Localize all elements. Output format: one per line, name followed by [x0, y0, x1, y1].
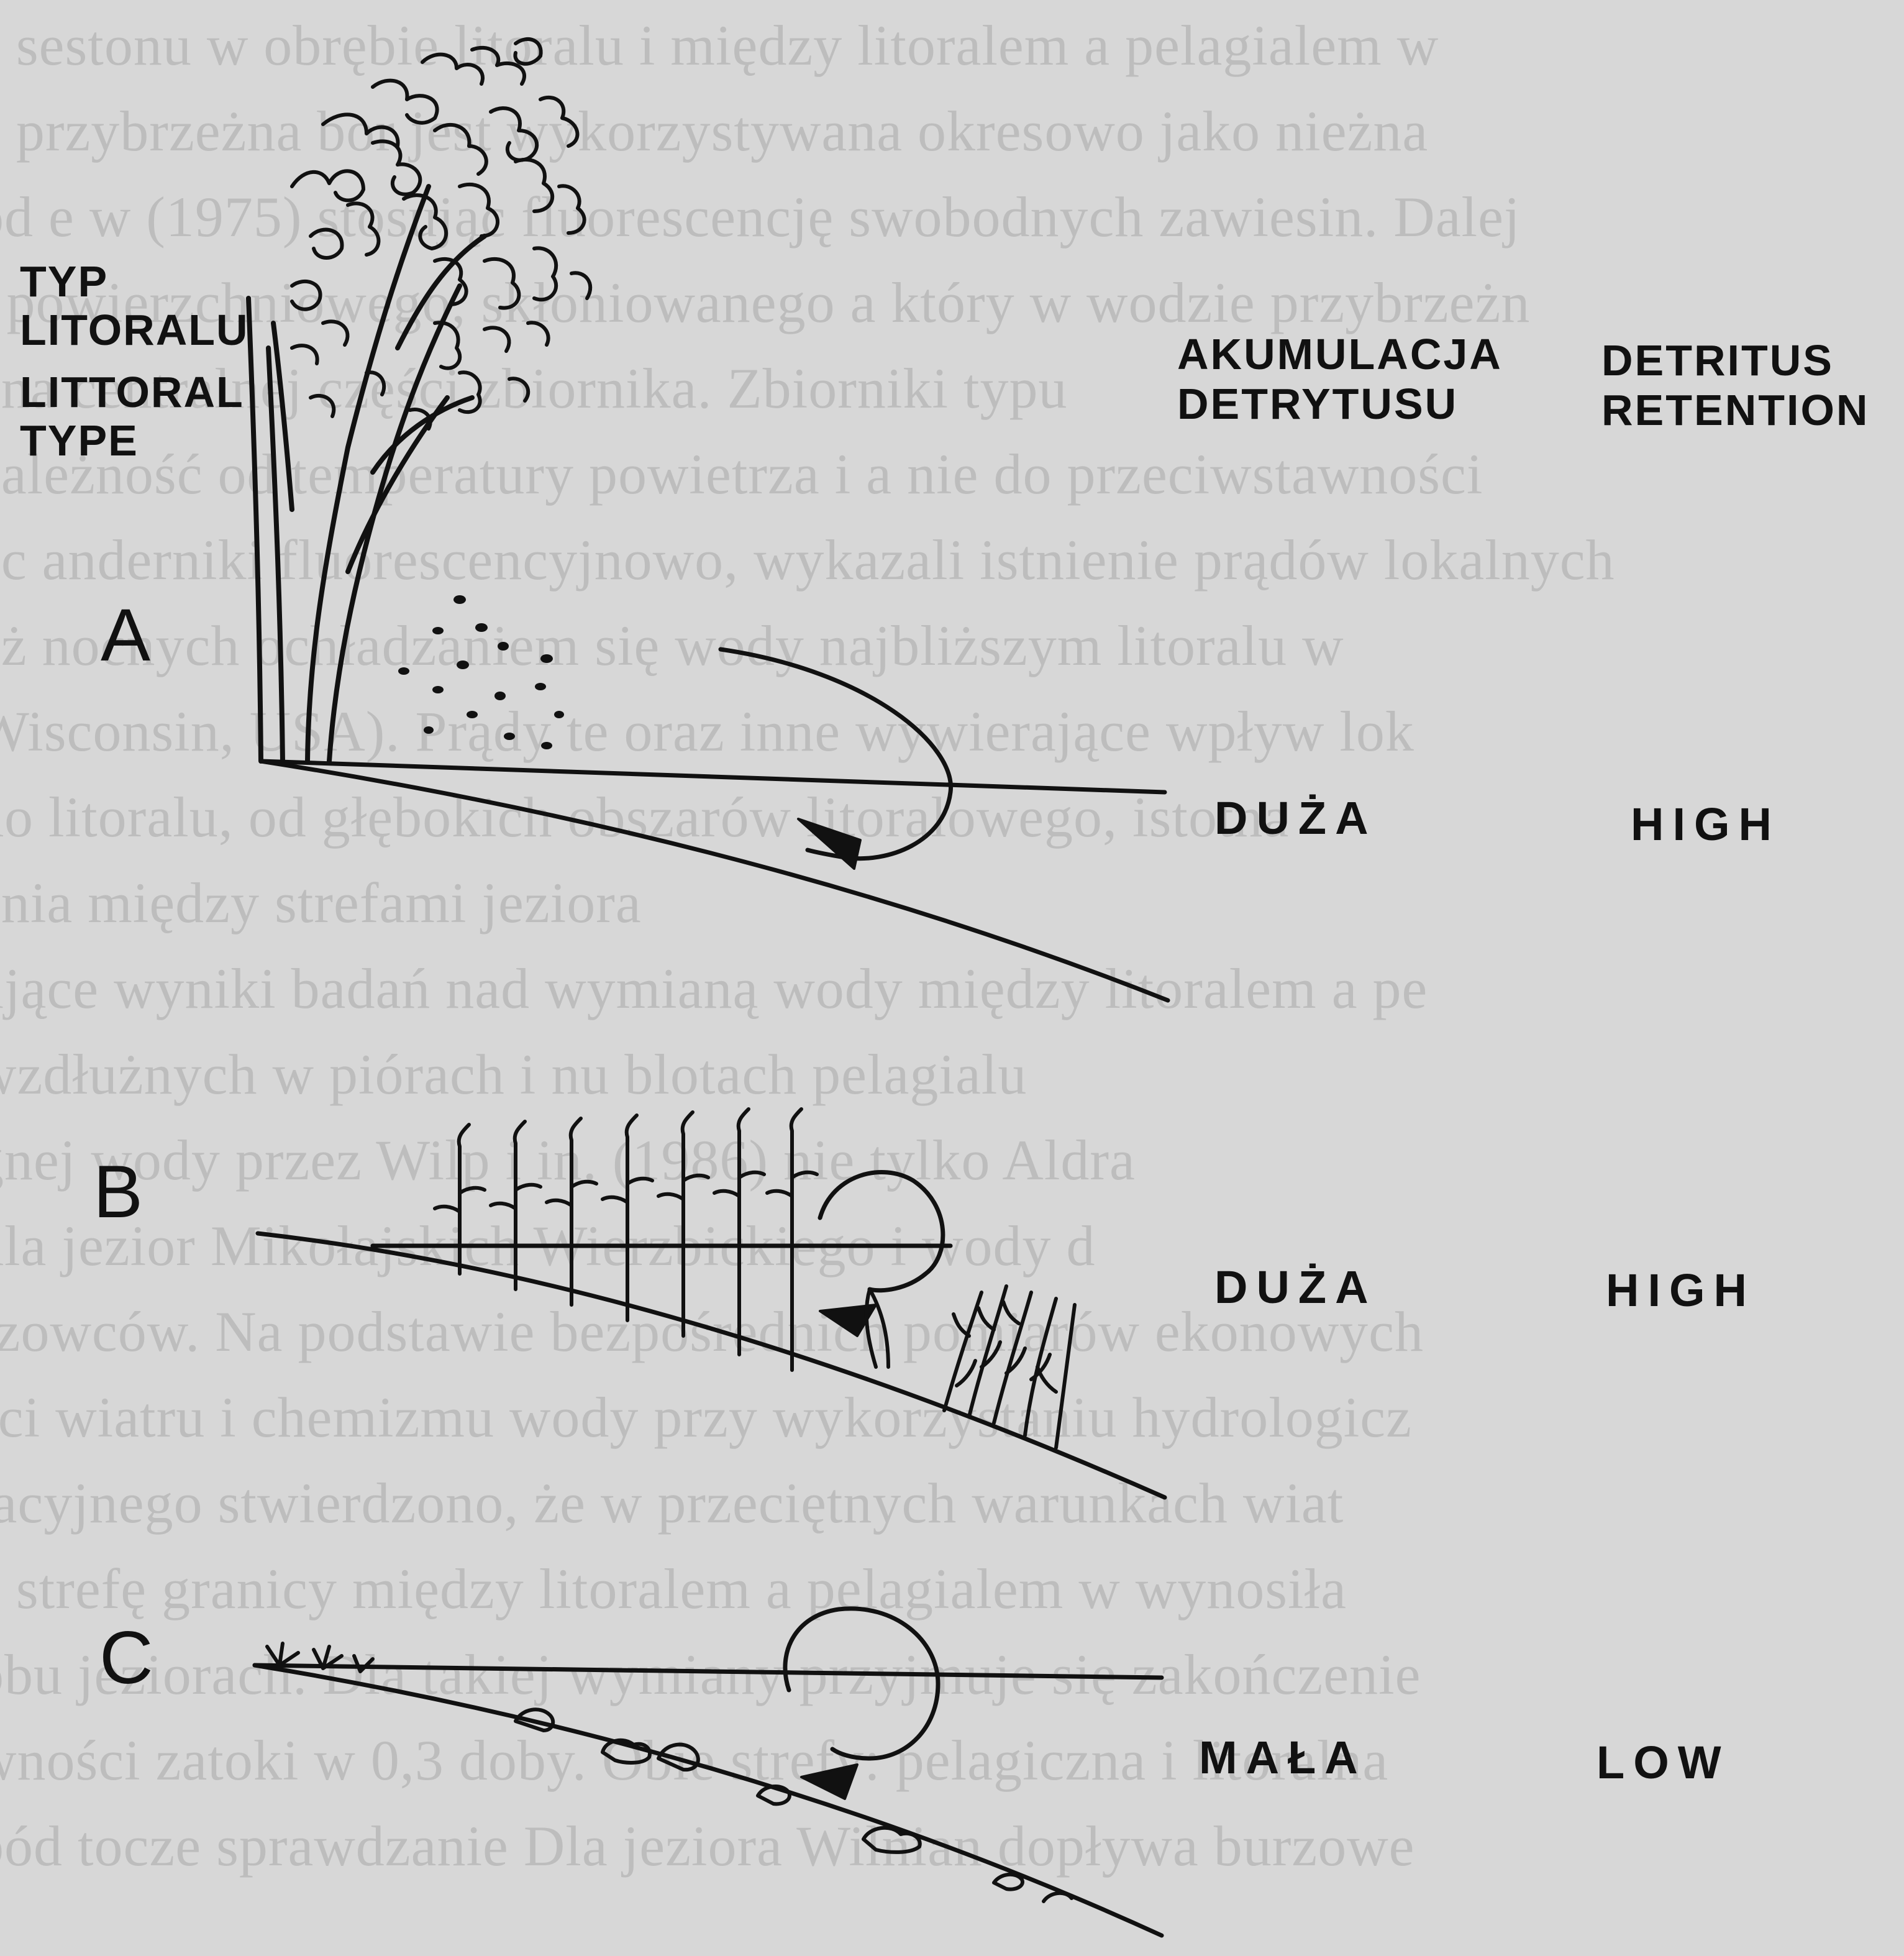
row-a-accumulation: DUŻA — [1214, 795, 1377, 841]
header-pl-line-2: DETRYTUSU — [1177, 382, 1503, 426]
typ-en-line-1: LITTORAL — [20, 370, 244, 414]
row-c-accumulation: MAŁA — [1199, 1735, 1367, 1781]
header-pl-line-1: AKUMULACJA — [1177, 332, 1503, 376]
littoral-type-label-pl: TYP LITORALU — [20, 260, 249, 352]
row-b-retention: HIGH — [1606, 1268, 1756, 1314]
column-header-pl: AKUMULACJA DETRYTUSU — [1177, 332, 1503, 426]
row-b-circulation-arrow — [820, 1172, 943, 1291]
row-c-water-line — [255, 1665, 1162, 1678]
tree-foliage-icon — [292, 39, 590, 429]
typ-line-1: TYP — [20, 260, 249, 303]
column-header-en: DETRITUS RETENTION — [1601, 339, 1869, 432]
row-letter-c: C — [99, 1620, 153, 1695]
row-c-circulation-arrow — [785, 1609, 938, 1758]
row-b-drawing — [258, 1109, 1165, 1497]
header-en-line-1: DETRITUS — [1601, 339, 1869, 382]
row-a-drawing — [248, 39, 1168, 1000]
falling-detritus-icon — [398, 595, 564, 749]
row-a-circulation-arrow — [721, 649, 951, 859]
row-b-accumulation: DUŻA — [1214, 1264, 1377, 1310]
row-c-drawing — [255, 1609, 1162, 1935]
typ-en-line-2: TYPE — [20, 419, 244, 462]
row-a-retention: HIGH — [1631, 802, 1780, 848]
row-a-arrowhead-icon — [798, 819, 860, 869]
row-a-water-line — [261, 761, 1165, 792]
row-letter-b: B — [93, 1154, 143, 1229]
littoral-type-label-en: LITTORAL TYPE — [20, 370, 244, 462]
reed-plants-icon — [435, 1109, 817, 1370]
row-b-bottom-line — [258, 1233, 1165, 1497]
tree-trunk-icon — [248, 186, 485, 761]
row-letter-a: A — [101, 598, 150, 672]
header-en-line-2: RETENTION — [1601, 388, 1869, 432]
row-a-bottom-line — [261, 761, 1168, 1000]
row-c-arrowhead-icon — [801, 1765, 857, 1799]
submerged-plants-icon — [944, 1286, 1075, 1448]
row-c-bottom-line — [255, 1665, 1162, 1935]
row-c-retention: LOW — [1597, 1740, 1730, 1786]
typ-line-2: LITORALU — [20, 308, 249, 352]
